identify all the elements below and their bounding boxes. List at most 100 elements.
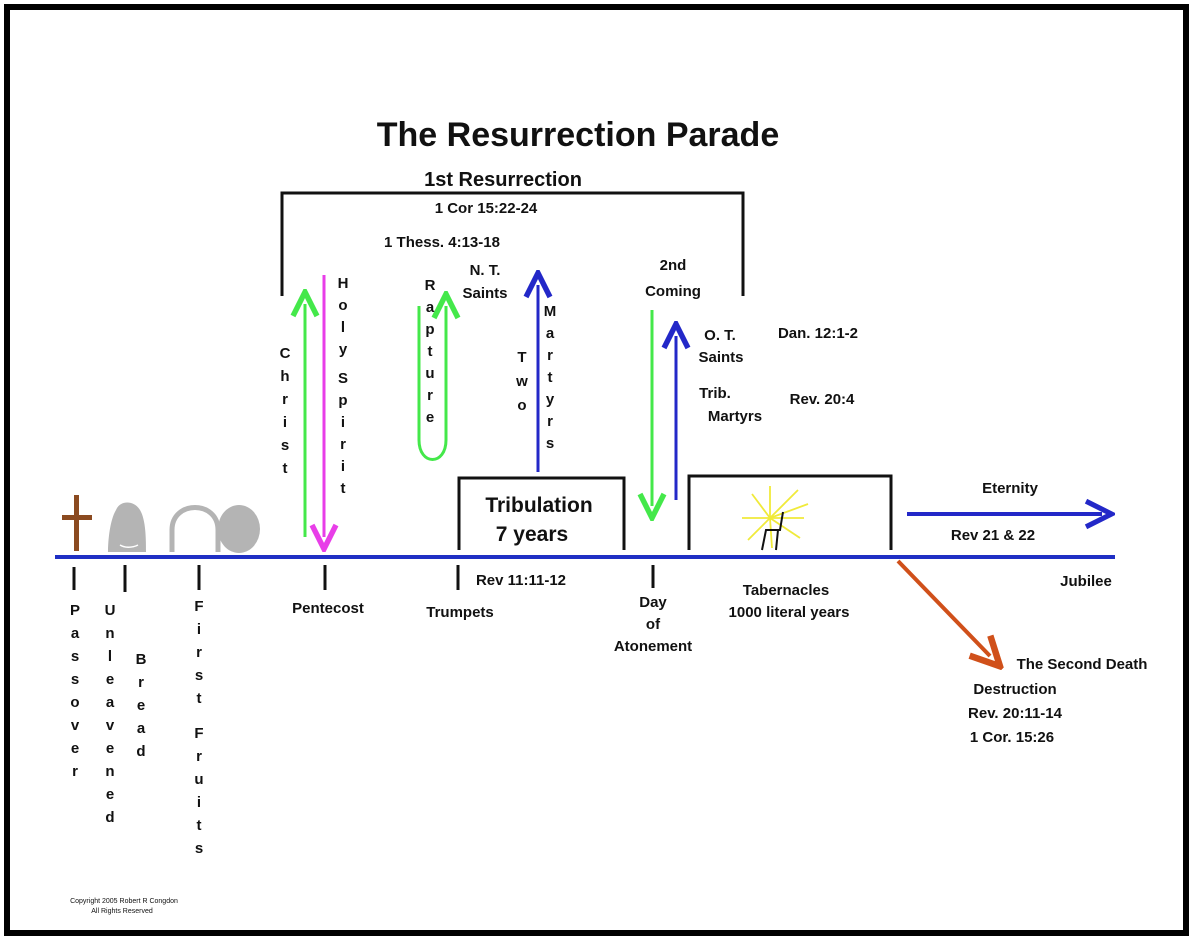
two-letter: w [515, 373, 528, 390]
rapture-letter: a [426, 299, 435, 316]
christ-letter: h [280, 368, 289, 385]
christ-letter: r [282, 391, 288, 408]
holy-letter: y [339, 341, 348, 358]
tribulation-years: 7 years [496, 523, 568, 546]
martyrs-letter: t [548, 369, 553, 386]
ot-saints-line1: O. T. [704, 327, 736, 344]
trib-martyrs-line2: Martyrs [708, 408, 762, 425]
first-letter: F [194, 598, 203, 615]
spirit-letter: r [340, 436, 346, 453]
martyrs-letter: M [544, 303, 557, 320]
spirit-letter: i [341, 414, 345, 431]
martyrs-letter: a [546, 325, 555, 342]
christ-letter: i [283, 414, 287, 431]
pentecost-label: Pentecost [292, 600, 364, 617]
ot-saints-line2: Saints [698, 349, 743, 366]
unleavened-letter: U [105, 602, 116, 619]
tribulation-label: Tribulation [485, 494, 592, 517]
rapture-letter: t [428, 343, 433, 360]
eternity-label: Eternity [982, 480, 1039, 497]
martyrs-vertical-label: Martyrs [544, 303, 557, 452]
unleavened-letter: d [105, 809, 114, 826]
second-death-title: The Second Death [1017, 656, 1148, 673]
tribulation-box [457, 476, 626, 550]
diagram-title: The Resurrection Parade [377, 116, 779, 154]
passover-letter: v [71, 717, 80, 734]
cross-icon [62, 495, 92, 551]
copyright-line1: Copyright 2005 Robert R Congdon [70, 898, 178, 905]
unleavened-letter: n [105, 625, 114, 642]
rev-21-22-reference: Rev 21 & 22 [951, 527, 1035, 544]
holy-letter: l [341, 319, 345, 336]
holy-letter: H [338, 275, 349, 292]
second-death-line2: Rev. 20:11-14 [968, 705, 1063, 722]
fruits-letter: i [197, 794, 201, 811]
fruits-letter: t [197, 817, 202, 834]
millennium-box [687, 474, 893, 550]
trib-martyrs-line1: Trib. [699, 385, 731, 402]
first-resurrection-bracket [280, 191, 745, 296]
passover-letter: o [70, 694, 79, 711]
thess-reference: 1 Thess. 4:13-18 [384, 234, 500, 251]
martyrs-letter: r [547, 347, 553, 364]
first-resurrection-label: 1st Resurrection [424, 169, 582, 191]
second-death-line3: 1 Cor. 15:26 [970, 729, 1054, 746]
unleavened-letter: e [106, 740, 114, 757]
bread-letter: a [137, 720, 146, 737]
first-letter: i [197, 621, 201, 638]
rapture-u-arrow [417, 306, 446, 461]
rev-20-4-reference: Rev. 20:4 [790, 391, 855, 408]
two-vertical-label: Two [515, 349, 528, 414]
bread-letter: B [136, 651, 147, 668]
passover-letter: P [70, 602, 80, 619]
martyrs-letter: r [547, 413, 553, 430]
passover-letter: e [71, 740, 79, 757]
rapture-letter: u [425, 365, 434, 382]
atonement-line3: Atonement [614, 638, 692, 655]
first-letter: r [196, 644, 202, 661]
two-letter: o [517, 397, 526, 414]
passover-letter: a [71, 625, 80, 642]
rev-11-reference: Rev 11:11-12 [476, 572, 566, 589]
first-resurrection-reference: 1 Cor 15:22-24 [435, 200, 538, 217]
spirit-letter: S [338, 370, 348, 387]
second-death-arrow [896, 559, 990, 656]
bread-letter: e [137, 697, 145, 714]
martyrs-letter: s [546, 435, 554, 452]
bread-letter: r [138, 674, 144, 691]
first-letter: s [195, 667, 203, 684]
unleavened-letter: e [106, 786, 114, 803]
bread-letter: d [136, 743, 145, 760]
christ-letter: s [281, 437, 289, 454]
passover-letter: s [71, 648, 79, 665]
rapture-letter: p [425, 321, 434, 338]
unleavened-letter: v [106, 717, 115, 734]
empty-tomb-icon [169, 505, 260, 553]
unleavened-letter: a [106, 694, 115, 711]
atonement-line2: of [646, 616, 661, 633]
first-letter: t [197, 690, 202, 707]
spirit-letter: i [341, 458, 345, 475]
atonement-line1: Day [639, 594, 667, 611]
fruits-letter: s [195, 840, 203, 857]
rapture-letter: e [426, 409, 434, 426]
christ-letter: t [283, 460, 288, 477]
tomb-stone-icon [218, 505, 260, 553]
passover-letter: s [71, 671, 79, 688]
nt-saints-line2: Saints [462, 285, 507, 302]
timeline-ticks [72, 565, 655, 592]
spirit-letter: t [341, 480, 346, 497]
rapture-letter: R [425, 277, 436, 294]
jubilee-label: Jubilee [1060, 573, 1112, 590]
second-coming-line2: Coming [645, 283, 701, 300]
